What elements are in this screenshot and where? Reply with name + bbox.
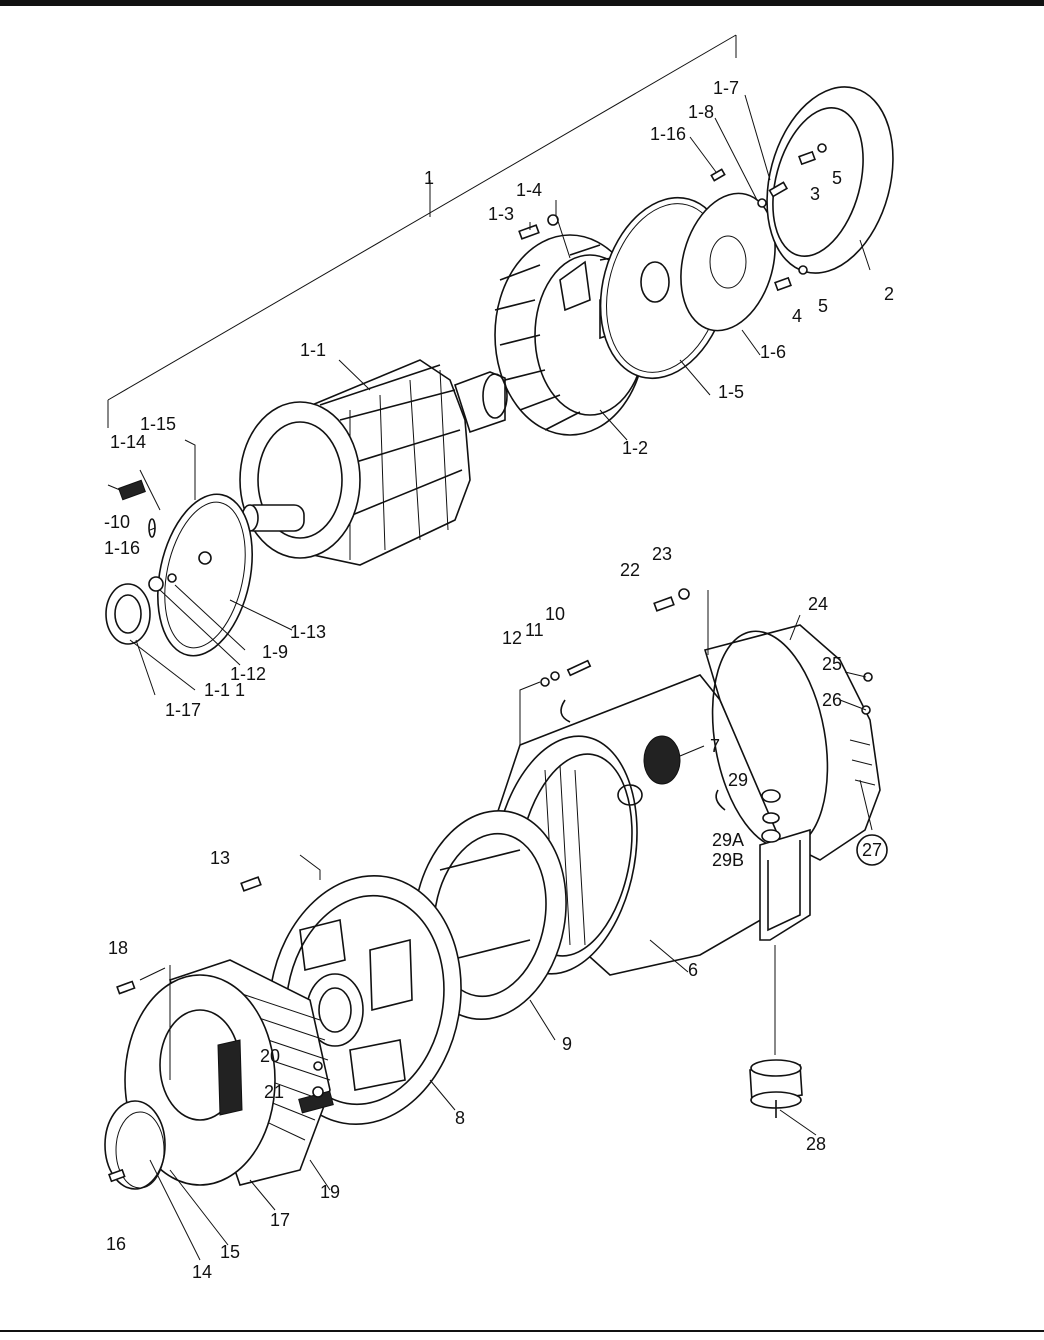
callout-20: 20 (260, 1046, 280, 1066)
callout-23: 23 (652, 544, 672, 564)
callout-5-upper: 5 (832, 168, 842, 188)
callout-1-2: 1-2 (622, 438, 648, 458)
callout-29a: 29A (712, 830, 744, 850)
callout-12: 12 (502, 628, 522, 648)
callout-22: 22 (620, 560, 640, 580)
callout-1-3: 1-3 (488, 204, 514, 224)
callout-1-7: 1-7 (713, 78, 739, 98)
bottom-border-rule (0, 1330, 1044, 1332)
adapter-ring-part (766, 86, 894, 274)
fan-housing-part (703, 624, 881, 861)
callout-27: 27 (862, 840, 882, 860)
callout-16: 16 (106, 1234, 126, 1254)
callout-15: 15 (220, 1242, 240, 1262)
mounting-foot-part (715, 789, 811, 941)
callout-29b: 29B (712, 850, 744, 870)
upper-hardware (518, 143, 827, 292)
callout-5-lower: 5 (818, 296, 828, 316)
top-border-rule (0, 0, 1044, 6)
callout-13: 13 (210, 848, 230, 868)
callout-1-6: 1-6 (760, 342, 786, 362)
leader-lines (107, 94, 873, 1261)
callout-1-8: 1-8 (688, 102, 714, 122)
screen-and-cover-part (104, 959, 334, 1190)
callout-8: 8 (455, 1108, 465, 1128)
drive-disc-part (680, 192, 776, 332)
callout-1-13: 1-13 (290, 622, 326, 642)
stator-housing-part (492, 674, 796, 976)
callout-26: 26 (822, 690, 842, 710)
callout-1-4: 1-4 (516, 180, 542, 200)
callout-17: 17 (270, 1210, 290, 1230)
callout-1-5: 1-5 (718, 382, 744, 402)
callout-21: 21 (264, 1082, 284, 1102)
callout-1-1: 1-1 (300, 340, 326, 360)
callout-1: 1 (424, 168, 434, 188)
callout-1-16-lower: 1-16 (104, 538, 140, 558)
callout-1-14: 1-14 (110, 432, 146, 452)
callout-1-9: 1-9 (262, 642, 288, 662)
end-plate-assembly (105, 479, 254, 657)
callout-1-12: 1-12 (230, 664, 266, 684)
callout-10: 10 (545, 604, 565, 624)
assembly-1-bracket (107, 34, 737, 428)
callout-11: 11 (525, 620, 544, 640)
callout-6: 6 (688, 960, 698, 980)
callout-2: 2 (884, 284, 894, 304)
callout-9: 9 (562, 1034, 572, 1054)
callout-1-17: 1-17 (165, 700, 201, 720)
callout-18: 18 (108, 938, 128, 958)
lower-hardware (108, 588, 873, 1183)
callout-1-16-upper: 1-16 (650, 124, 686, 144)
callout-28: 28 (806, 1134, 826, 1154)
callout-3: 3 (810, 184, 820, 204)
callout-1-15: 1-15 (140, 414, 176, 434)
callout-4: 4 (792, 306, 802, 326)
callout-19: 19 (320, 1182, 340, 1202)
callout-10-partial: -10 (104, 512, 130, 532)
callout-labels: 1 1-1 1-2 1-3 1-4 1-5 1-6 1-7 1-8 1-9 -1… (104, 78, 894, 1282)
vibration-isolator-part (749, 945, 803, 1118)
callout-14: 14 (192, 1262, 212, 1282)
callout-24: 24 (808, 594, 828, 614)
callout-27-circle (856, 834, 888, 866)
callout-25: 25 (822, 654, 842, 674)
rotor-part (239, 359, 508, 566)
callout-7: 7 (710, 736, 720, 756)
callout-1-11: 1-1 1 (204, 680, 245, 700)
callout-29: 29 (728, 770, 748, 790)
